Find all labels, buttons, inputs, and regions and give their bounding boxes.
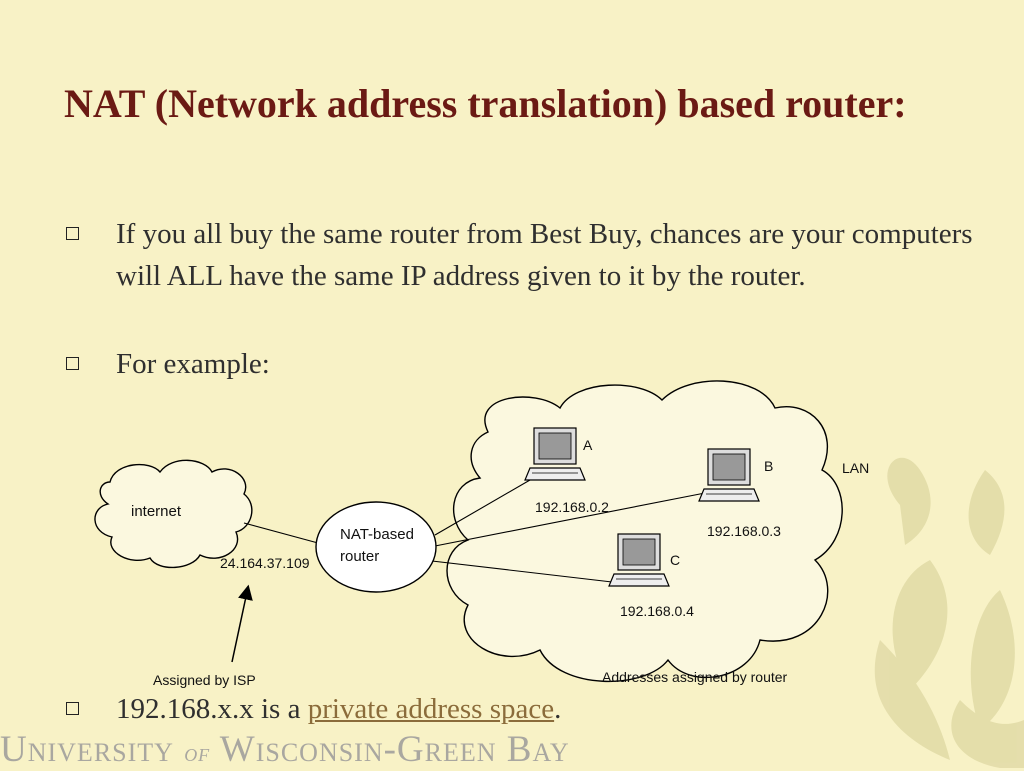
router-label-line2: router — [340, 548, 379, 565]
host-a-ip: 192.168.0.2 — [535, 499, 609, 515]
host-c-ip: 192.168.0.4 — [620, 603, 694, 619]
internet-label: internet — [131, 503, 182, 520]
wordmark-part3: Wisconsin-Green Bay — [219, 729, 570, 770]
host-a-name: A — [583, 437, 593, 453]
lan-note: Addresses assigned by router — [602, 669, 788, 685]
host-b-name: B — [764, 458, 773, 474]
laptop-a-icon — [524, 427, 586, 481]
square-bullet-icon — [66, 227, 79, 240]
isp-arrow — [231, 584, 253, 663]
lan-label: LAN — [842, 460, 869, 476]
isp-note: Assigned by ISP — [153, 672, 256, 688]
host-b-ip: 192.168.0.3 — [707, 523, 781, 539]
university-wordmark: University of Wisconsin-Green Bay — [0, 728, 700, 771]
router-node — [315, 501, 437, 593]
square-bullet-icon — [66, 702, 79, 715]
bullet-3-prefix: 192.168.x.x is a — [116, 693, 308, 725]
link-c — [431, 560, 613, 583]
wan-link — [243, 522, 319, 544]
lan-cloud — [446, 380, 843, 683]
host-c-name: C — [670, 552, 680, 568]
router-label-line1: NAT-based — [340, 526, 414, 543]
square-bullet-icon — [66, 357, 79, 370]
bullet-3-text: 192.168.x.x is a private address space. — [116, 688, 986, 730]
bullet-1-text: If you all buy the same router from Best… — [116, 218, 973, 292]
link-a — [434, 479, 531, 536]
link-b — [434, 492, 706, 547]
slide-title: NAT (Network address translation) based … — [64, 81, 907, 126]
wordmark-part1: University — [0, 729, 174, 770]
wordmark-part2: of — [184, 738, 211, 767]
laptop-c-icon — [608, 533, 670, 587]
internet-cloud — [94, 459, 253, 569]
laptop-b-icon — [698, 448, 760, 502]
private-address-space-link[interactable]: private address space — [307, 693, 555, 725]
wan-ip-label: 24.164.37.109 — [220, 555, 310, 571]
bullet-3-suffix: . — [554, 693, 562, 725]
bullet-2-text: For example: — [116, 348, 270, 380]
